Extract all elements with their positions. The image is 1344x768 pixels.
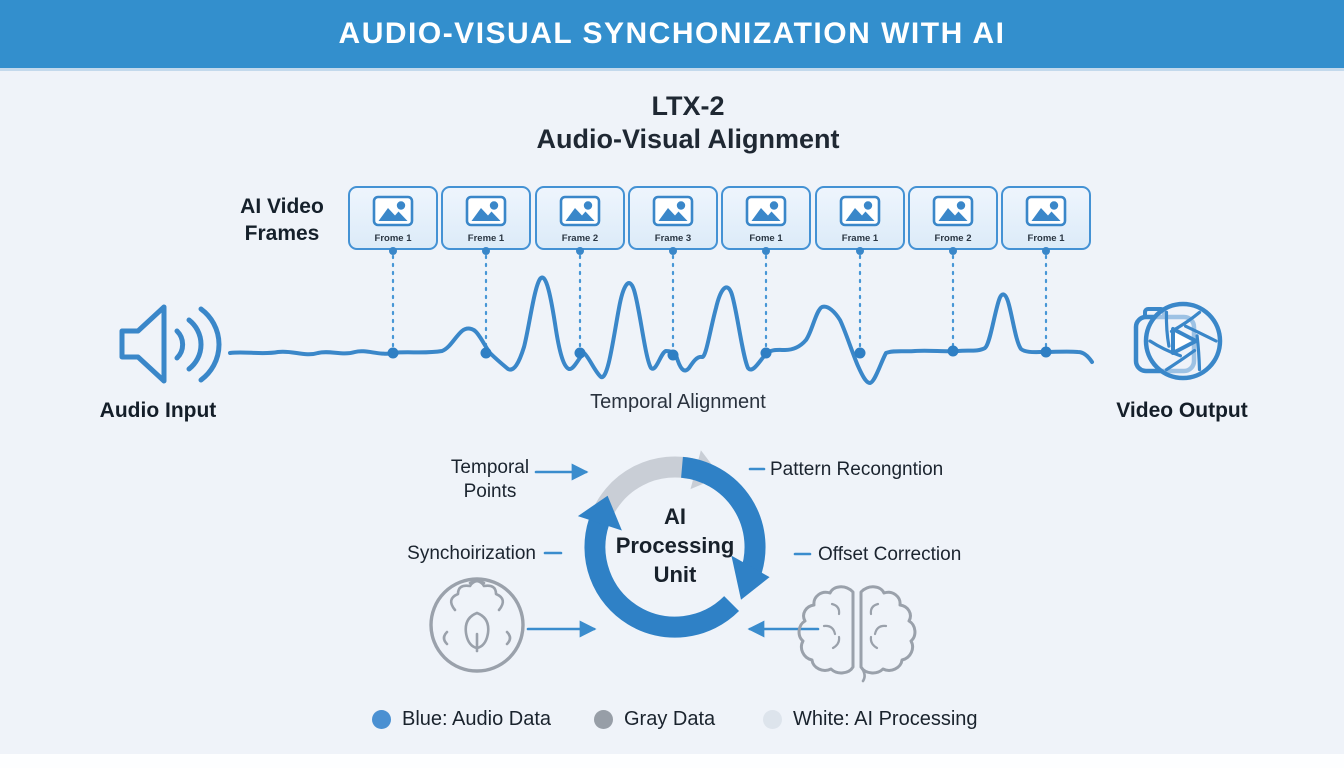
ai-core-line1: AI [664,504,686,529]
pattern-recognition-label: Pattern Recongntion [770,459,944,480]
video-frame-card: Frame 2 [535,186,625,250]
picture-icon [652,195,694,227]
temporal-alignment-caption: Temporal Alignment [590,391,766,413]
offset-correction-label: Offset Correction [818,544,962,565]
audio-input-label: Audio Input [99,399,217,422]
temporal-points-label: Temporal Points [440,456,540,504]
legend-item-gray: Gray Data [594,708,715,731]
legend-label: White: AI Processing [793,708,978,730]
diagram-title-line1: LTX-2 [651,91,725,121]
cycle-gray-arrowhead [690,450,721,490]
picture-icon [559,195,601,227]
brain-top-icon [429,577,525,673]
frame-label: Frame 1 [841,233,879,244]
diagram-title: LTX-2 Audio-Visual Alignment [472,90,904,156]
ai-core-line2: Processing [615,533,735,558]
picture-icon [839,195,881,227]
waveform-sample-dots [387,345,1052,361]
picture-icon [372,195,414,227]
video-frame-card: Frome 1 [348,186,438,250]
frame-label: Frame 3 [654,233,692,244]
legend-item-audio: Blue: Audio Data [372,708,551,731]
video-output-label: Video Output [1116,399,1248,422]
picture-icon [932,195,974,227]
video-frame-card: Frome 1 [1001,186,1091,250]
video-frame-card: Fome 1 [721,186,811,250]
temporal-points-line2: Points [463,481,517,502]
speaker-icon [119,304,222,384]
frame-alignment-connectors [391,254,1048,348]
picture-icon [465,195,507,227]
banner-title: AUDIO-VISUAL SYNCHONIZATION WITH AI [338,17,1006,50]
frame-label: Frome 1 [1027,233,1065,244]
brain-icon [797,585,917,683]
top-banner: AUDIO-VISUAL SYNCHONIZATION WITH AI [0,0,1344,71]
bottom-strip [0,754,1344,768]
video-frame-card: Frome 2 [908,186,998,250]
frames-row-label: AI Video Frames [224,193,340,247]
diagram-title-line2: Audio-Visual Alignment [536,124,840,154]
video-frame-card: Frame 3 [628,186,718,250]
picture-icon [745,195,787,227]
picture-icon [1025,195,1067,227]
video-frame-card: Frame 1 [815,186,905,250]
synchoirization-label: Synchoirization [407,543,536,564]
frame-label: Frome 2 [934,233,972,244]
video-frame-card: Freme 1 [441,186,531,250]
frame-label: Frome 1 [374,233,412,244]
camera-shutter-icon [1133,301,1223,381]
frames-row-label-line2: Frames [244,222,320,245]
ai-processing-unit-label: AI Processing Unit [612,502,738,589]
temporal-points-line1: Temporal [450,457,530,478]
legend-item-white: White: AI Processing [763,708,978,731]
frame-label: Fome 1 [749,233,783,244]
legend-label: Blue: Audio Data [402,708,551,730]
frames-row-label-line1: AI Video [240,195,324,218]
frame-label: Frame 2 [561,233,599,244]
legend-dot-gray [594,710,613,729]
ai-core-line3: Unit [653,562,697,587]
legend-label: Gray Data [624,708,716,730]
legend-dot-white [763,710,782,729]
legend-dot-blue [372,710,391,729]
frame-label: Freme 1 [467,233,505,244]
audio-waveform [228,275,1094,385]
